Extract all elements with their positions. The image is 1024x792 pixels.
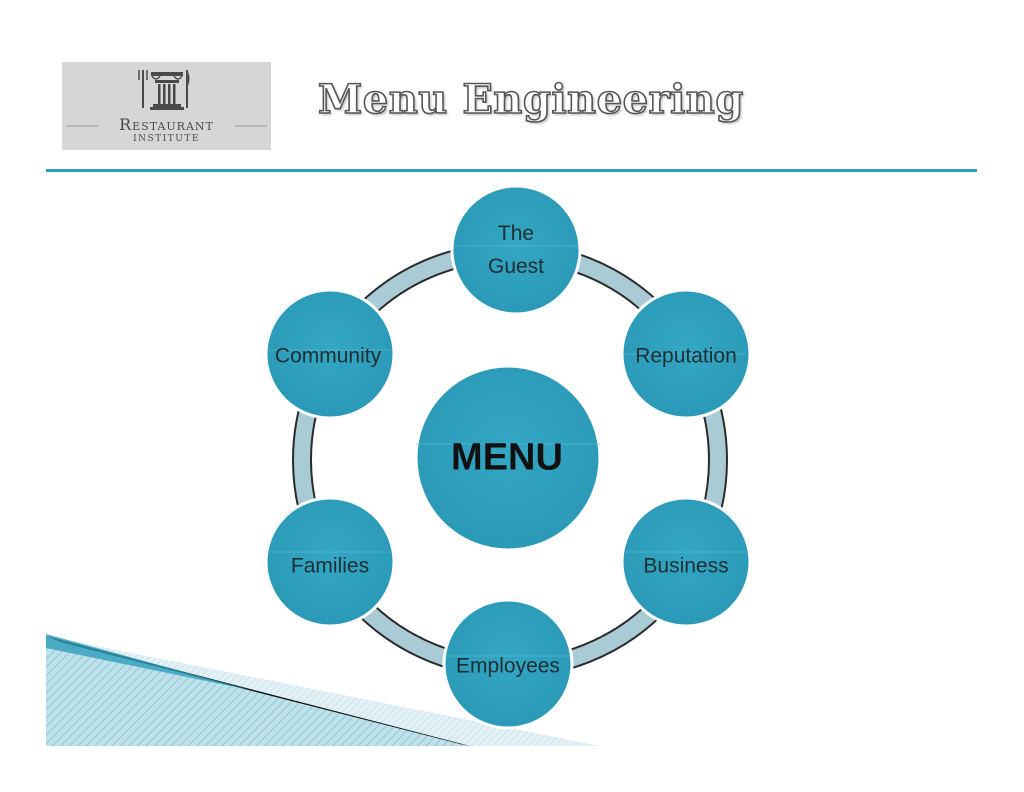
column-icon	[66, 70, 267, 127]
node-the-guest-line1: The	[497, 222, 535, 245]
restaurant-institute-logo: Restaurant INSTITUTE	[62, 62, 271, 150]
node-employees-circle	[442, 598, 574, 730]
logo-text-restaurant: Restaurant	[119, 115, 214, 134]
node-employees: Employees	[456, 654, 560, 678]
logo-text-institute: INSTITUTE	[133, 134, 200, 144]
node-the-guest: The Guest	[488, 217, 544, 283]
title-divider	[46, 169, 977, 172]
node-business: Business	[643, 554, 729, 578]
node-the-guest-line2: Guest	[487, 255, 545, 278]
node-community-circle	[264, 288, 396, 420]
center-node-circle	[414, 364, 602, 552]
node-families-circle	[264, 496, 396, 628]
node-business-circle	[620, 496, 752, 628]
node-reputation: Reputation	[635, 344, 737, 368]
node-the-guest-circle	[450, 184, 582, 316]
node-community: Community	[274, 344, 382, 368]
node-families: Families	[290, 554, 370, 578]
slide-title: Menu Engineering	[317, 75, 744, 124]
center-node-menu: MENU	[451, 436, 563, 479]
